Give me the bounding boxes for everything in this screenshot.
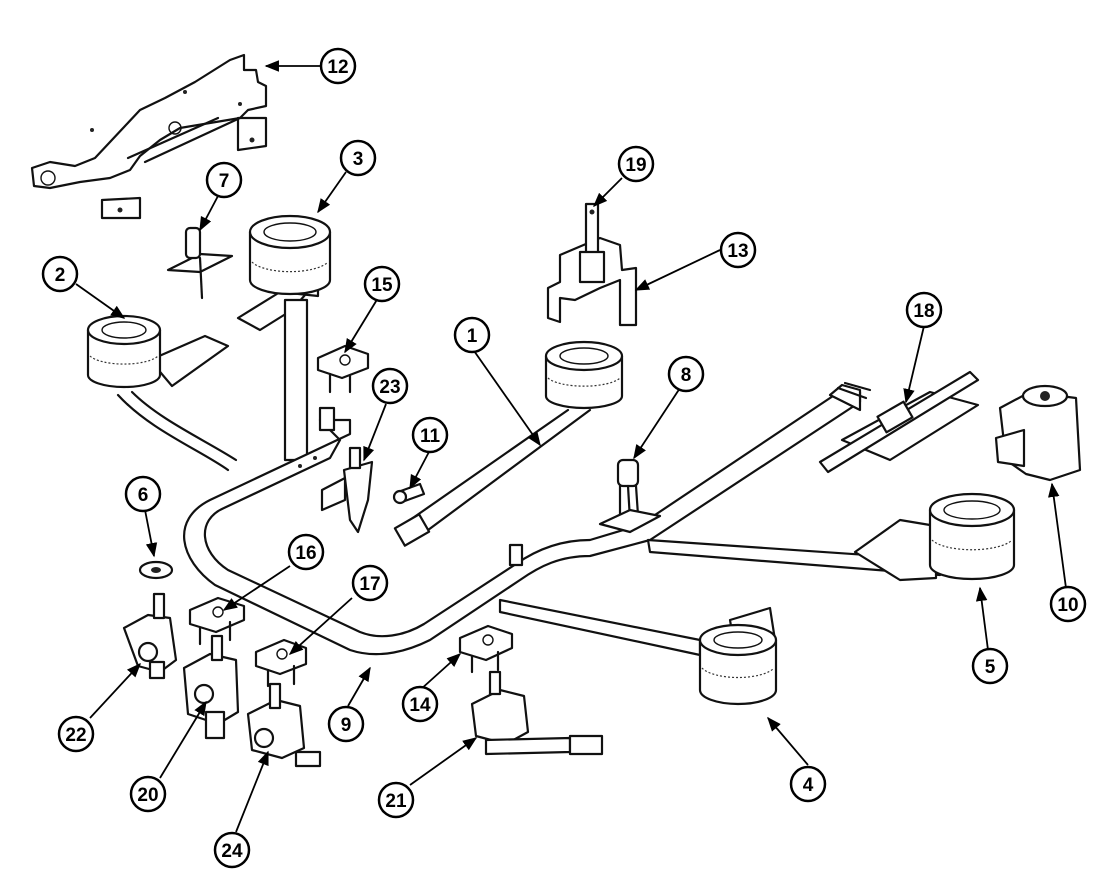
callout-14: 14 <box>401 685 439 723</box>
callout-12: 12 <box>319 47 357 85</box>
part-20-valve <box>182 634 240 740</box>
callout-6: 6 <box>124 475 162 513</box>
svg-text:8: 8 <box>681 365 692 386</box>
svg-text:4: 4 <box>803 775 814 796</box>
callout-2: 2 <box>41 255 79 293</box>
svg-text:12: 12 <box>327 57 348 78</box>
callout-3: 3 <box>339 139 377 177</box>
svg-text:9: 9 <box>341 715 352 736</box>
svg-text:7: 7 <box>219 171 230 192</box>
callout-20: 20 <box>129 775 167 813</box>
part-6-washer <box>138 560 174 580</box>
part-9-manifold <box>183 381 872 656</box>
svg-text:21: 21 <box>385 791 407 812</box>
callout-9: 9 <box>327 705 365 743</box>
part-15-clip <box>316 344 370 394</box>
svg-text:24: 24 <box>221 841 243 862</box>
part-24-valve <box>246 682 322 768</box>
callout-18: 18 <box>905 291 943 329</box>
part-11-screw <box>392 482 426 505</box>
svg-text:17: 17 <box>359 574 380 595</box>
callout-24: 24 <box>213 831 251 869</box>
callout-23: 23 <box>371 367 409 405</box>
callout-16: 16 <box>287 533 325 571</box>
callout-4: 4 <box>789 765 827 803</box>
svg-text:19: 19 <box>625 155 646 176</box>
svg-text:11: 11 <box>420 426 441 447</box>
callout-8: 8 <box>667 355 705 393</box>
svg-text:1: 1 <box>467 326 478 347</box>
svg-text:5: 5 <box>985 657 996 678</box>
callout-11: 11 <box>411 416 449 454</box>
callout-19: 19 <box>617 145 655 183</box>
svg-text:22: 22 <box>65 725 86 746</box>
svg-text:3: 3 <box>353 149 364 170</box>
svg-text:6: 6 <box>138 485 149 506</box>
svg-text:23: 23 <box>379 377 400 398</box>
part-22-valve <box>122 592 178 680</box>
part-23-igniter <box>320 446 374 534</box>
svg-text:13: 13 <box>727 241 748 262</box>
callout-21: 21 <box>377 781 415 819</box>
callout-13: 13 <box>719 231 757 269</box>
svg-text:10: 10 <box>1057 595 1078 616</box>
callout-10: 10 <box>1049 585 1087 623</box>
callout-5: 5 <box>971 647 1009 685</box>
callout-7: 7 <box>205 161 243 199</box>
callout-17: 17 <box>351 564 389 602</box>
part-1-burner <box>393 340 624 547</box>
part-7-bracket <box>166 226 234 300</box>
part-19-13-valve <box>546 202 638 327</box>
part-18-tube <box>818 370 980 474</box>
part-10-regulator <box>994 384 1082 482</box>
part-4-burner <box>498 598 778 706</box>
part-21-valve <box>470 670 604 756</box>
svg-text:18: 18 <box>913 301 934 322</box>
part-2-burner <box>86 314 238 472</box>
svg-text:15: 15 <box>371 275 393 296</box>
svg-text:2: 2 <box>55 265 66 286</box>
callout-15: 15 <box>363 265 401 303</box>
part-14-clip <box>458 624 514 674</box>
callout-1: 1 <box>453 316 491 354</box>
part-8-part <box>598 458 662 534</box>
svg-text:20: 20 <box>137 785 158 806</box>
callout-22: 22 <box>57 715 95 753</box>
leader-lines <box>75 60 1067 833</box>
svg-text:14: 14 <box>409 695 431 716</box>
part-5-burner <box>646 492 1016 582</box>
svg-text:16: 16 <box>295 543 316 564</box>
part-12-bracket <box>30 53 268 220</box>
part-3-burner <box>236 214 332 462</box>
